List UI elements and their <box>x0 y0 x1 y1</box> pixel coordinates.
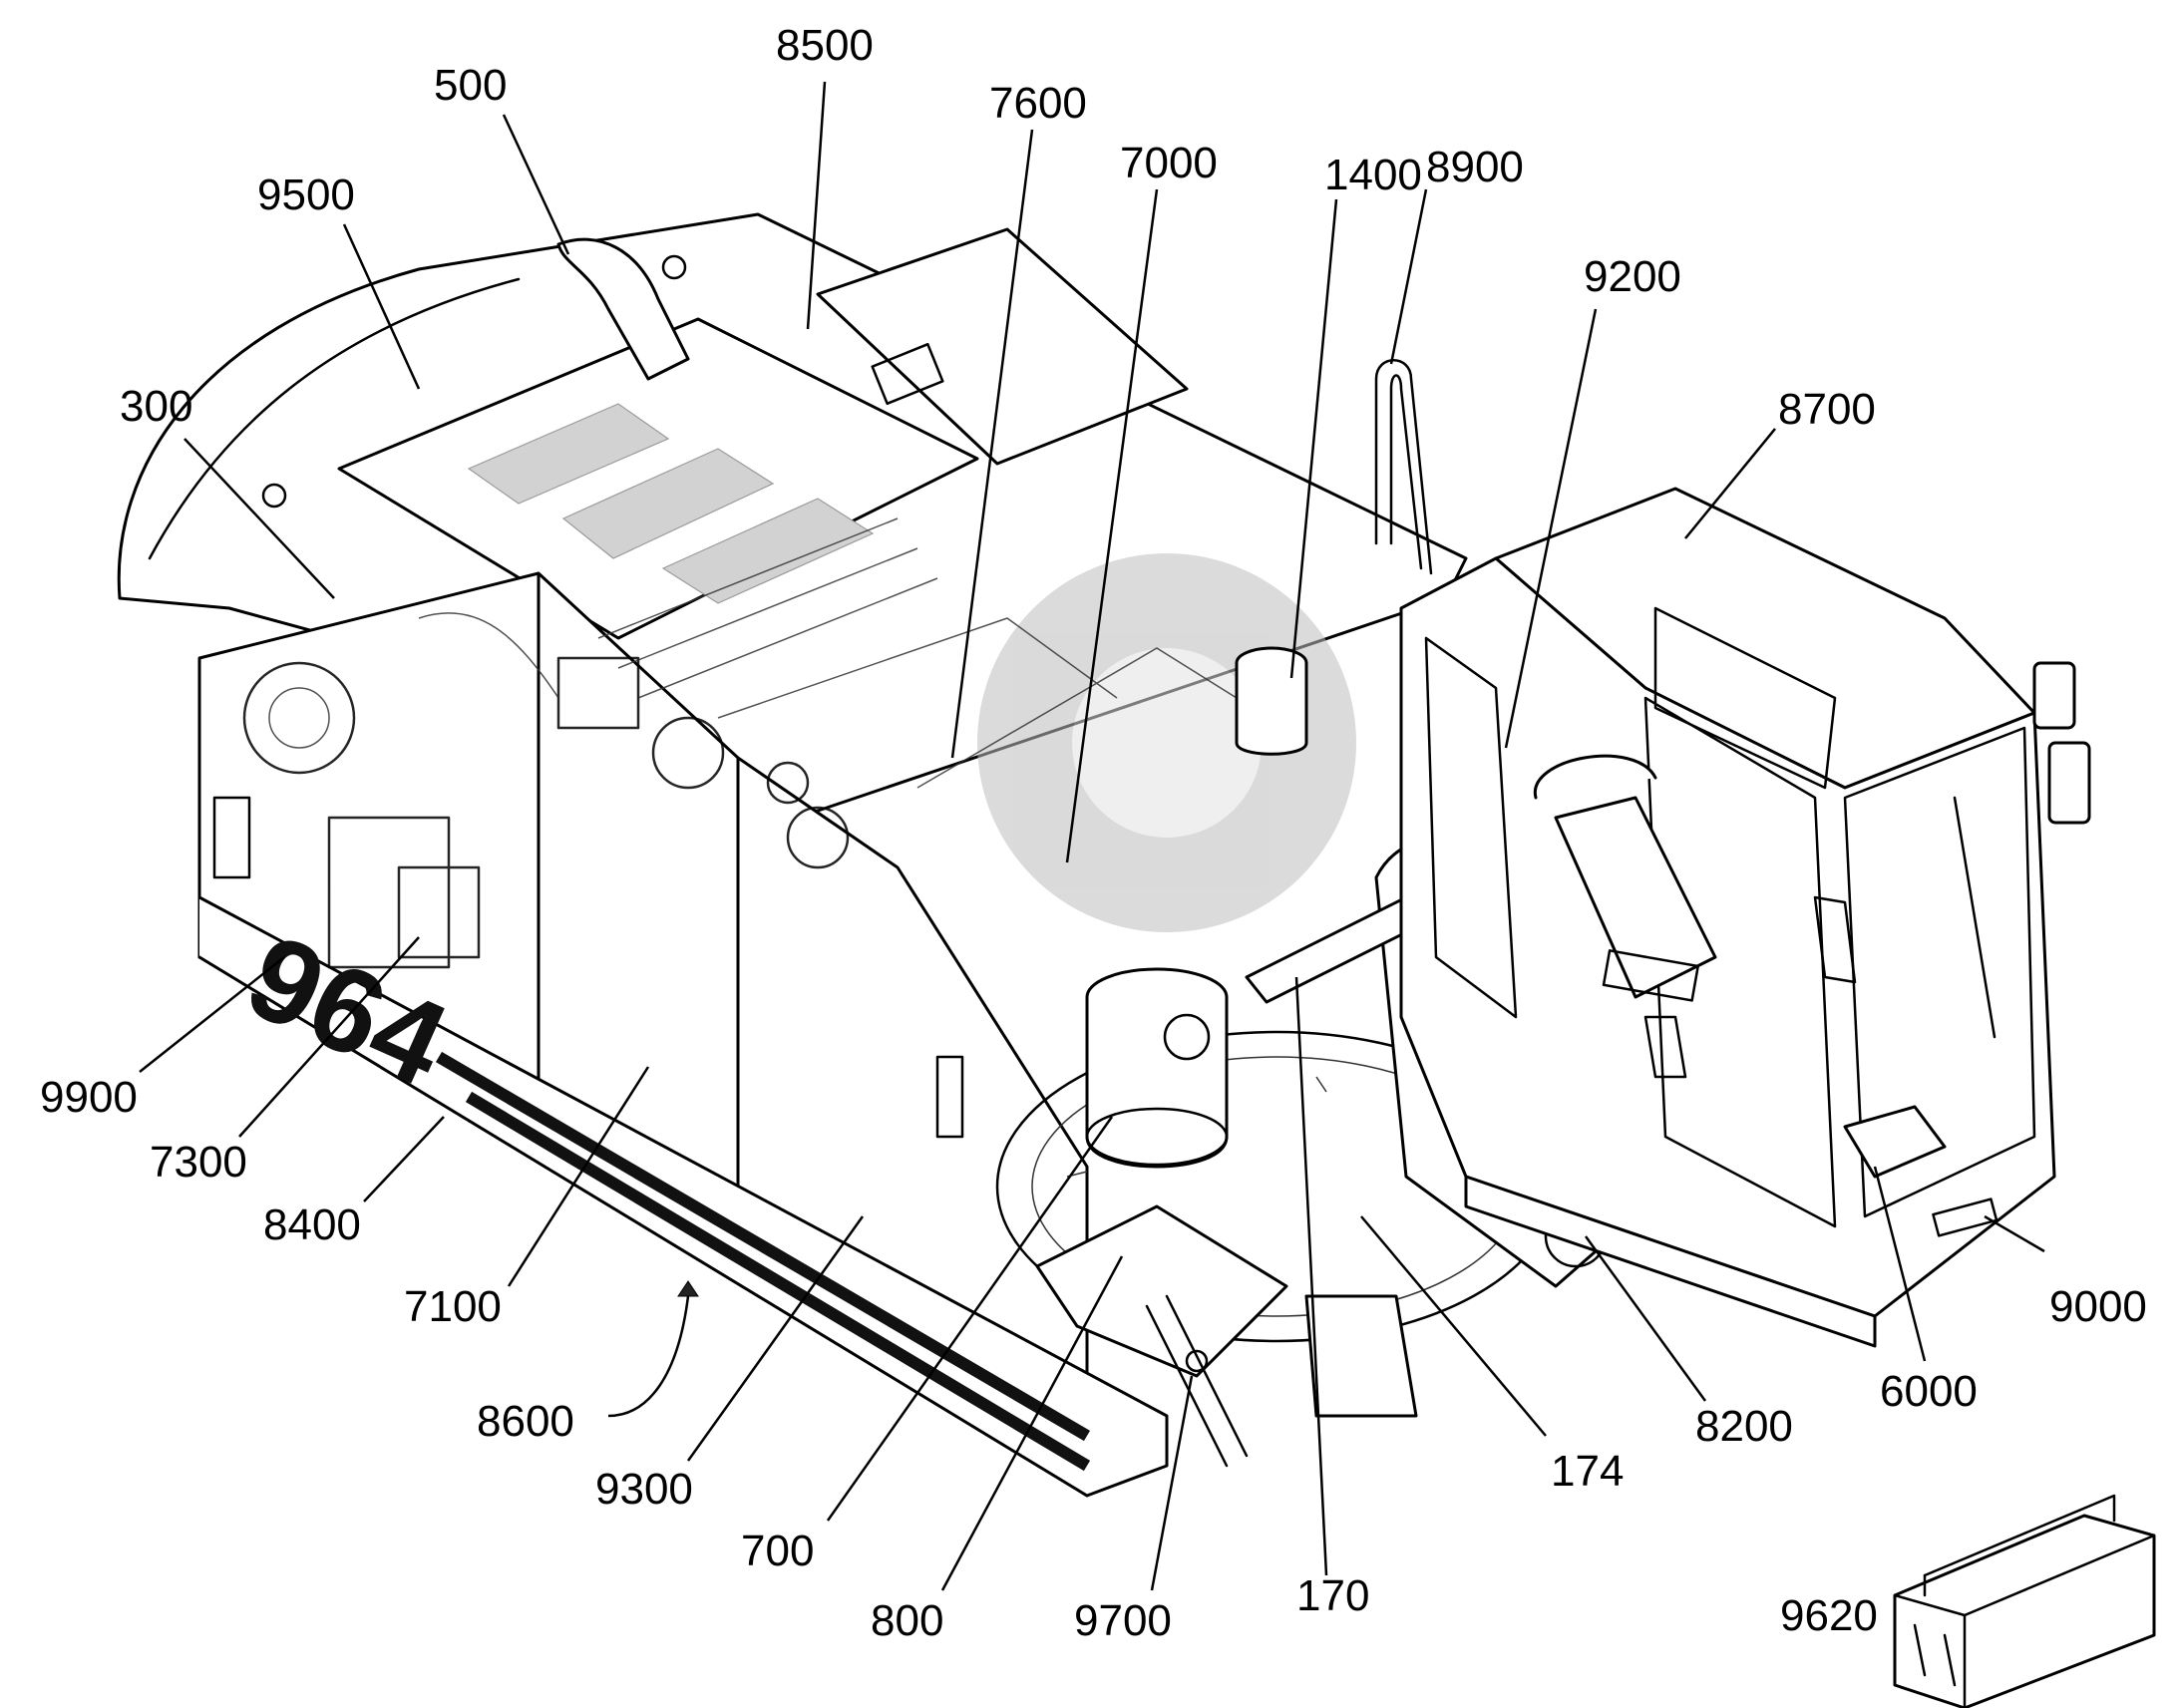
callout-700: 700 <box>741 1527 814 1575</box>
callout-8500: 8500 <box>776 21 874 70</box>
callout-7100: 7100 <box>404 1282 502 1331</box>
callout-9700: 9700 <box>1074 1596 1172 1645</box>
callout-8600: 8600 <box>477 1397 574 1446</box>
exhaust-pipe <box>556 237 690 381</box>
callout-6000: 6000 <box>1880 1367 1978 1416</box>
callout-170: 170 <box>1296 1571 1369 1620</box>
callout-9500: 9500 <box>257 171 355 219</box>
engine-internals <box>242 517 1238 969</box>
callout-8400: 8400 <box>263 1200 361 1249</box>
callout-8700: 8700 <box>1778 385 1876 434</box>
step-guard <box>1035 1204 1288 1468</box>
callout-800: 800 <box>871 1596 943 1645</box>
callout-8900: 8900 <box>1426 143 1524 191</box>
callout-9620: 9620 <box>1780 1591 1878 1640</box>
callout-1400: 1400 <box>1324 151 1422 199</box>
callout-8200: 8200 <box>1695 1402 1793 1451</box>
callout-500: 500 <box>434 61 507 110</box>
callout-9000: 9000 <box>2049 1282 2147 1331</box>
callout-9200: 9200 <box>1584 252 1681 301</box>
callout-9900: 9900 <box>40 1073 138 1122</box>
callout-9300: 9300 <box>595 1465 693 1514</box>
callout-7000: 7000 <box>1120 139 1218 187</box>
leader-lines <box>139 81 2045 1591</box>
callout-174: 174 <box>1551 1447 1624 1496</box>
operator-cab <box>1399 487 2091 1348</box>
callout-7600: 7600 <box>989 79 1087 128</box>
callout-labels: 8500 500 7600 7000 1400 8900 9500 9200 3… <box>40 21 2147 1645</box>
hydraulic-filter <box>1235 646 1308 756</box>
left-side-panels <box>197 571 1169 1498</box>
toolbox <box>1893 1494 2156 1708</box>
swivel-joint <box>1085 967 1229 1169</box>
callout-300: 300 <box>120 382 192 431</box>
handrail <box>1374 359 1433 575</box>
callout-7300: 7300 <box>150 1138 247 1187</box>
direction-arrow <box>607 1280 699 1418</box>
radiator-grille <box>467 403 875 604</box>
